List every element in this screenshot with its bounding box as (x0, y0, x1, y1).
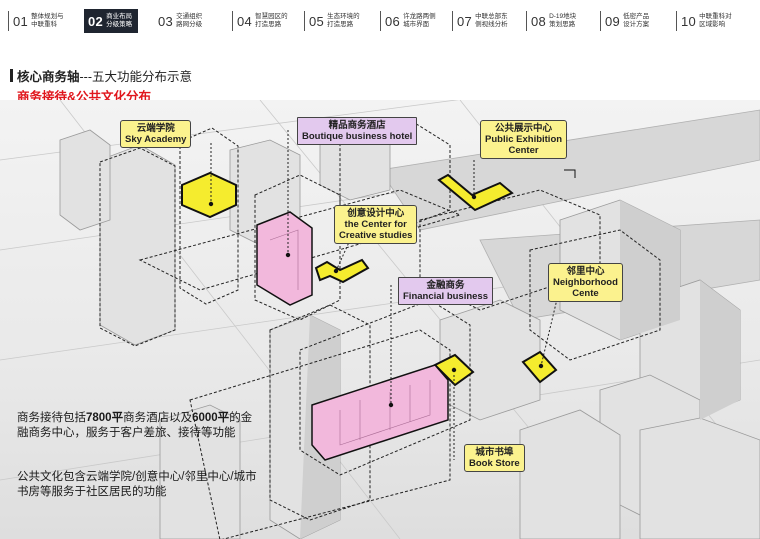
tab-10[interactable]: 10 中联重科对 区域影响 (676, 10, 732, 32)
tab-divider (600, 11, 601, 31)
top-nav: 01 整体规划与 中联重科 02 商业布局 分级策略 03 交通组织 路网分级 … (0, 0, 760, 42)
desc-text: 商务酒店以及 (123, 412, 192, 424)
tab-number: 01 (13, 14, 28, 29)
title-bold: 核心商务轴 (17, 66, 80, 85)
tab-number: 05 (309, 14, 324, 29)
tab-number: 02 (88, 14, 103, 29)
tab-divider (232, 11, 233, 31)
title-marker (10, 69, 13, 82)
tab-label: 低密产品 设计方案 (623, 13, 649, 29)
tab-label: 智慧园区的 打造思路 (255, 13, 288, 29)
tab-05[interactable]: 05 生态环境的 打造思路 (304, 10, 360, 32)
desc-bold-area: 7800平 (86, 412, 123, 424)
callout-neighborhood-center[interactable]: 邻里中心 Neighborhood Cente (548, 263, 623, 302)
tab-01[interactable]: 01 整体规划与 中联重科 (8, 10, 64, 32)
tab-label: 整体规划与 中联重科 (31, 13, 64, 29)
description-culture: 公共文化包含云端学院/创意中心/邻里中心/城市书房等服务于社区居民的功能 (17, 470, 262, 500)
tab-label: 中联总部东 侧视线分析 (475, 13, 508, 29)
description-business: 商务接待包括7800平商务酒店以及6000平的金融商务中心，服务于客户差旅、接待… (17, 411, 262, 441)
tab-08[interactable]: 08 D-19地块 策划思路 (526, 10, 576, 32)
tab-divider (526, 11, 527, 31)
tab-divider (304, 11, 305, 31)
tab-04[interactable]: 04 智慧园区的 打造思路 (232, 10, 288, 32)
tab-number: 10 (681, 14, 696, 29)
tab-number: 08 (531, 14, 546, 29)
callout-creative-center[interactable]: 创意设计中心 the Center for Creative studies (334, 205, 417, 244)
tab-label: 生态环境的 打造思路 (327, 13, 360, 29)
callout-exhibition-center[interactable]: 公共展示中心 Public Exhibition Center (480, 120, 567, 159)
desc-text: 商务接待包括 (17, 412, 86, 424)
tab-number: 07 (457, 14, 472, 29)
tab-02[interactable]: 02 商业布局 分级策略 (84, 9, 138, 33)
tab-09[interactable]: 09 低密产品 设计方案 (600, 10, 649, 32)
tab-divider (380, 11, 381, 31)
tab-label: 交通组织 路网分级 (176, 13, 202, 29)
tab-divider (8, 11, 9, 31)
page-title: 核心商务轴---五大功能分布示意 (10, 66, 192, 85)
desc-bold-area: 6000平 (192, 412, 229, 424)
tab-label: 商业布局 分级策略 (106, 13, 132, 29)
callout-sky-academy[interactable]: 云端学院 Sky Academy (120, 120, 191, 148)
callout-boutique-hotel[interactable]: 精品商务酒店 Boutique business hotel (297, 117, 417, 145)
callout-financial-business[interactable]: 金融商务 Financial business (398, 277, 493, 305)
callout-book-store[interactable]: 城市书埠 Book Store (464, 444, 525, 472)
tab-06[interactable]: 06 许龙路两侧 城市界面 (380, 10, 436, 32)
tab-divider (452, 11, 453, 31)
tab-label: 中联重科对 区域影响 (699, 13, 732, 29)
tab-number: 03 (158, 14, 173, 29)
tab-label: D-19地块 策划思路 (549, 13, 576, 29)
tab-divider (676, 11, 677, 31)
tab-number: 04 (237, 14, 252, 29)
title-rest: ---五大功能分布示意 (80, 66, 193, 85)
tab-number: 06 (385, 14, 400, 29)
tab-label: 许龙路两侧 城市界面 (403, 13, 436, 29)
tab-number: 09 (605, 14, 620, 29)
tab-03[interactable]: 03 交通组织 路网分级 (158, 10, 202, 32)
tab-07[interactable]: 07 中联总部东 侧视线分析 (452, 10, 508, 32)
